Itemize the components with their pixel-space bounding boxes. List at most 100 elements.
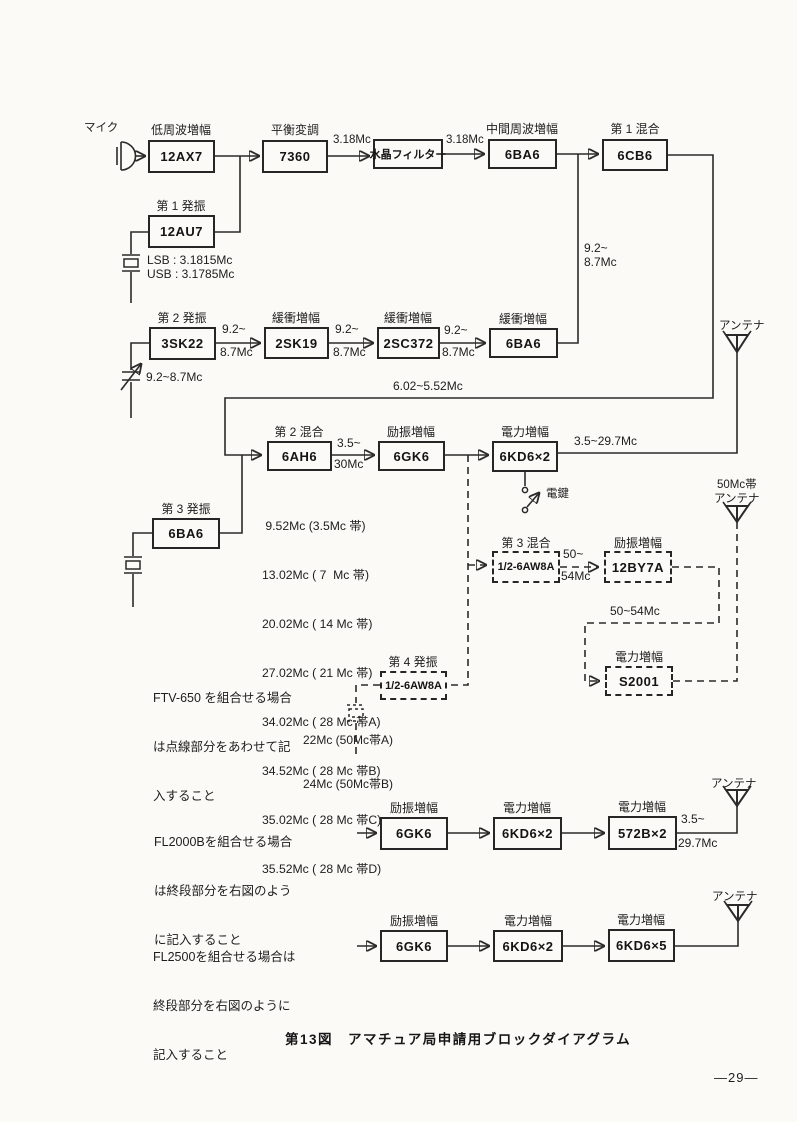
title-fl2000b-pa1: 電力増幅 [502,801,552,815]
antenna-icon-50mc [722,501,752,524]
note-line: 入すること [153,789,216,804]
title-drv2: 励振増幅 [613,536,663,550]
note-line: に記入すること [154,933,242,948]
fl2500-note: FL2500を組合せる場合は 終段部分を右図のように 記入すること [153,916,295,1096]
antenna-hf-label: アンテナ [719,320,765,332]
wires-solid [130,154,739,946]
block-osc2: 3SK22 [149,327,216,360]
band-item: 27.02Mc ( 21 Mc 帯) [262,665,373,680]
page-number: —29— [714,1070,759,1085]
band-item: 13.02Mc ( 7 Mc 帯) [262,567,370,582]
freq-buf-c-bot: 8.7Mc [442,345,475,359]
osc4-frequency-list: 22Mc (50Mc帯A) 24Mc (50Mc帯B) [303,704,393,821]
freq-carrier-1: 3.18Mc [333,134,371,146]
wires-dashed [355,455,738,757]
block-fl2000b-drv: 6GK6 [380,817,448,850]
figure-caption: 第13図 アマチュア局申請用ブロックダイアグラム [285,1032,632,1047]
block-fl2500-pa1: 6KD6×2 [493,930,563,962]
freq-if-out: 6.02~5.52Mc [393,379,463,393]
title-osc4: 第 4 発振 [388,655,438,669]
key-switch-icon [521,472,539,514]
freq-inj-bot: 8.7Mc [584,255,617,269]
key-label: 電鍵 [546,488,569,500]
variable-capacitor-icon [120,364,141,391]
fl2000b-note: FL2000Bを組合せる場合 は終段部分を右図のよう に記入すること [154,801,292,981]
antenna-fl2000b-label: アンテナ [711,778,757,790]
title-buf3: 緩衝増幅 [498,312,548,326]
title-mix2: 第 2 混合 [274,425,324,439]
title-pa2: 電力増幅 [614,650,664,664]
block-if-amp: 6BA6 [488,139,557,169]
title-osc2: 第 2 発振 [157,311,207,325]
freq-fl2000b-out-top: 3.5~ [681,812,705,826]
block-osc4: 1/2-6AW8A [380,671,447,700]
antenna-icon-fl2000b [722,785,752,808]
block-fl2000b-pa1: 6KD6×2 [493,817,562,850]
osc4-freq-item: 24Mc (50Mc帯B) [303,776,394,791]
band-frequency-list: 9.52Mc (3.5Mc 帯) 13.02Mc ( 7 Mc 帯) 20.02… [262,485,381,910]
mic-icon [116,141,137,171]
freq-buf-a-bot: 8.7Mc [220,345,253,359]
freq-drv2-out: 50~54Mc [610,604,660,618]
band-item: 35.02Mc ( 28 Mc 帯C) [262,812,382,827]
title-drv1: 励振増幅 [386,425,436,439]
block-drv2: 12BY7A [604,551,672,583]
block-bal-mod: 7360 [262,140,328,173]
freq-carrier-2: 3.18Mc [446,134,484,146]
antenna-fl2500-label: アンテナ [712,891,758,903]
title-pa1: 電力増幅 [500,425,550,439]
freq-fl2000b-out-bot: 29.7Mc [678,836,718,850]
title-fl2000b-drv: 励振増幅 [389,801,439,815]
note-line: FTV-650 を組合せる場合 [153,690,292,705]
title-fl2500-pa1: 電力増幅 [503,914,553,928]
ftv650-note: FTV-650 を組合せる場合 は点線部分をあわせて記 入すること [153,657,292,837]
osc4-freq-item: 22Mc (50Mc帯A) [303,733,394,748]
title-osc1: 第 1 発振 [156,199,206,213]
block-pa2: S2001 [605,666,673,696]
band-item: 9.52Mc (3.5Mc 帯) [262,518,366,533]
title-af-amp: 低周波増幅 [150,123,212,137]
block-mix3: 1/2-6AW8A [492,551,560,583]
note-line: は点線部分をあわせて記 [153,740,291,755]
title-mix3: 第 3 混合 [501,536,551,550]
block-fl2500-pa2: 6KD6×5 [608,929,675,962]
freq-buf-c-top: 9.2~ [444,323,468,337]
block-buf2: 2SC372 [377,327,440,359]
block-osc3: 6BA6 [152,518,220,549]
band-item: 20.02Mc ( 14 Mc 帯) [262,616,373,631]
freq-pa-out: 3.5~29.7Mc [574,434,638,448]
block-fl2000b-pa2: 572B×2 [608,816,677,850]
title-mix1: 第 1 混合 [610,122,660,136]
freq-mix3-out-top: 50~ [563,547,584,561]
freq-usb: USB : 3.1785Mc [147,267,235,281]
freq-vfo-range: 9.2~8.7Mc [146,370,203,384]
antenna-icon-hf [722,330,752,354]
block-buf3: 6BA6 [489,328,558,358]
crystal-icon-osc3 [124,556,142,574]
note-line: 記入すること [153,1048,229,1063]
block-mix2: 6AH6 [267,441,332,471]
title-fl2500-drv: 励振増幅 [389,914,439,928]
crystal-icon-osc1 [122,254,140,272]
note-line: FL2000Bを組合せる場合 [154,834,293,849]
freq-mix3-out-bot: 54Mc [561,569,591,583]
freq-mix2-out-top: 3.5~ [337,436,361,450]
freq-buf-b-bot: 8.7Mc [333,345,366,359]
freq-buf-b-top: 9.2~ [335,322,359,336]
note-line: 終段部分を右図のように [153,999,291,1014]
antenna-icon-fl2500 [723,900,753,923]
block-pa1: 6KD6×2 [492,441,558,472]
crystal-icon-osc4-dashed [347,704,365,722]
block-drv1: 6GK6 [378,441,445,471]
mic-label: マイク [84,122,119,134]
freq-lsb: LSB : 3.1815Mc [147,253,233,267]
title-fl2500-pa2: 電力増幅 [616,913,666,927]
freq-buf-a-top: 9.2~ [222,322,246,336]
block-af-amp: 12AX7 [148,140,215,173]
band-item: 35.52Mc ( 28 Mc 帯D) [262,861,382,876]
note-line: FL2500を組合せる場合は [153,949,296,964]
freq-mix2-out-bot: 30Mc [334,457,364,471]
title-buf2: 緩衝増幅 [383,311,433,325]
title-buf1: 緩衝増幅 [271,311,321,325]
